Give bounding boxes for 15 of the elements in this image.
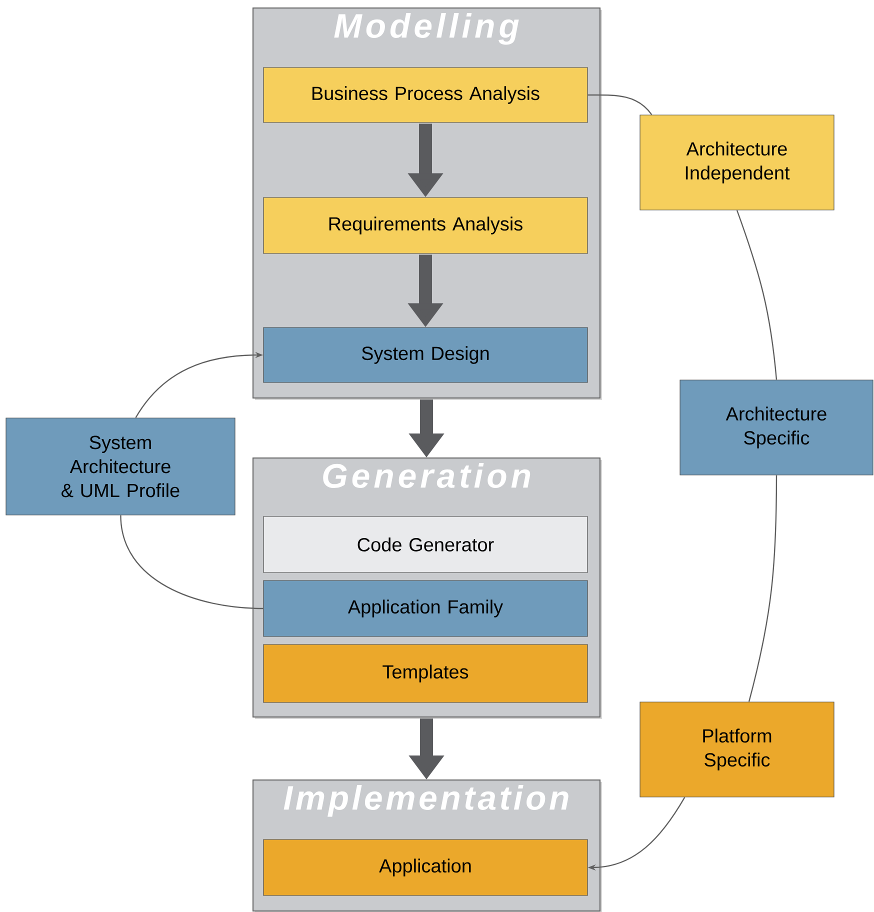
connector-line <box>588 94 652 116</box>
connector-line <box>736 210 778 380</box>
process-box: Templates <box>263 644 588 703</box>
process-box: Application <box>263 839 588 896</box>
connector-line <box>748 475 778 702</box>
process-box: Code Generator <box>263 516 588 573</box>
category-box: Platform Specific <box>640 702 834 798</box>
connector-line <box>120 515 264 610</box>
category-box: Architecture Specific <box>680 380 874 476</box>
category-box: Architecture Independent <box>640 114 834 210</box>
process-box: Requirements Analysis <box>263 197 588 254</box>
process-box: Application Family <box>263 580 588 637</box>
process-box: System Design <box>263 327 588 383</box>
category-box: System Architecture & UML Profile <box>6 418 236 516</box>
process-box: Business Process Analysis <box>263 67 588 123</box>
